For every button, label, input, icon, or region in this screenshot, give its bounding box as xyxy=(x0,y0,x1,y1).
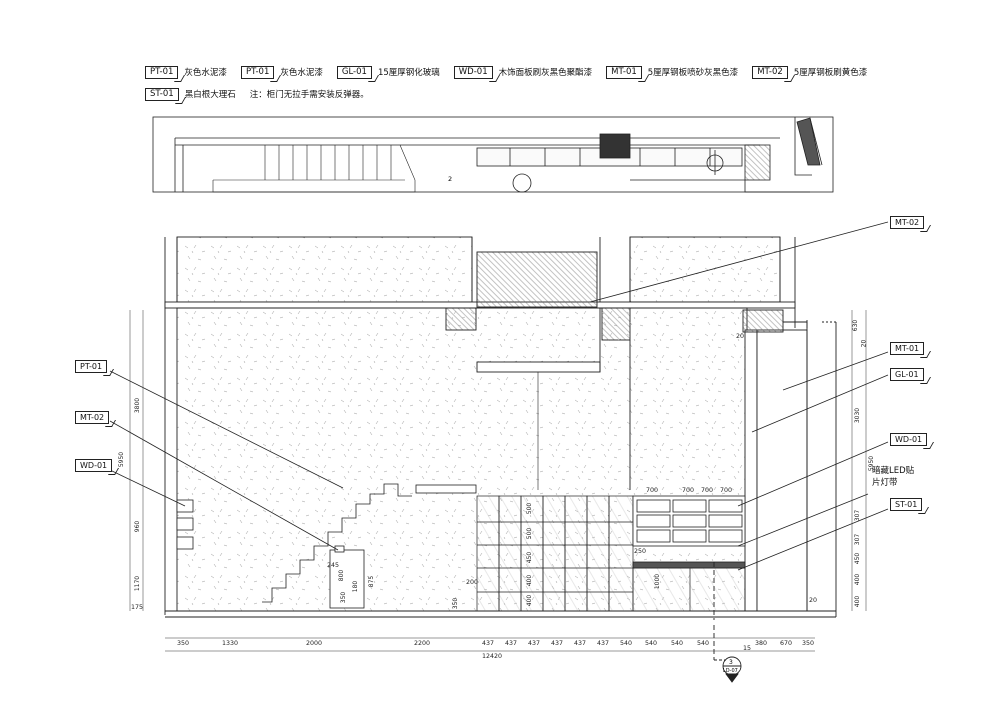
dim-text: 307 xyxy=(854,533,862,546)
dim-text: 200 xyxy=(466,579,479,586)
material-legend: PT-01 灰色水泥漆 PT-01 灰色水泥漆 GL-01 15厘厚钢化玻璃 WD-0… xyxy=(145,66,965,110)
dim-text: 400 xyxy=(854,573,862,586)
dim-text: 400 xyxy=(526,594,534,607)
dim-text: 437 xyxy=(574,640,587,647)
dim-text: 2200 xyxy=(414,640,431,647)
dim-text: 540 xyxy=(645,640,658,647)
legend-code: WD-01 xyxy=(453,66,493,79)
dim-text: 180 xyxy=(352,580,360,593)
legend-desc: 灰色水泥漆 xyxy=(280,67,323,78)
dimension-lines xyxy=(129,310,867,652)
legend-desc: 灰色水泥漆 xyxy=(184,67,227,78)
legend-code: PT-01 xyxy=(145,66,179,79)
led-strip-label: 暗藏LED贴片灯带 xyxy=(872,466,915,488)
legend-desc: 15厘厚钢化玻璃 xyxy=(377,67,440,78)
section-line xyxy=(713,562,742,683)
legend-note: 注：柜门无拉手需安装反弹器。 xyxy=(249,89,369,100)
dim-text: 670 xyxy=(780,640,793,647)
dim-text: 5950 xyxy=(118,451,126,468)
callout-wd-01-right: WD-01 xyxy=(890,433,928,446)
dim-text: 3030 xyxy=(854,407,862,424)
callout-pt-01: PT-01 xyxy=(75,360,108,373)
dim-text: 245 xyxy=(327,562,340,569)
dim-text: 700 xyxy=(646,487,659,494)
dim-text: 540 xyxy=(620,640,633,647)
callout-gl-01: GL-01 xyxy=(890,368,924,381)
leader-lines xyxy=(109,221,889,571)
dim-text: 350 xyxy=(340,591,348,604)
dim-text: 450 xyxy=(854,552,862,565)
dim-text: 437 xyxy=(551,640,564,647)
legend-row-1: PT-01 灰色水泥漆 PT-01 灰色水泥漆 GL-01 15厘厚钢化玻璃 WD-0… xyxy=(145,66,965,79)
dim-text: 960 xyxy=(134,520,142,533)
dim-text: 20 xyxy=(809,597,818,604)
dim-text: 400 xyxy=(854,595,862,608)
callout-mt-02-right: MT-02 xyxy=(890,216,925,229)
dim-text: 437 xyxy=(528,640,541,647)
dim-text: 5950 xyxy=(868,455,876,472)
legend-code: PT-01 xyxy=(240,66,275,79)
plan-view xyxy=(152,116,834,193)
legend-row-2: ST-01 黑白根大理石 注：柜门无拉手需安装反弹器。 xyxy=(145,88,965,101)
legend-code: MT-02 xyxy=(752,66,788,79)
dim-text: 15 xyxy=(743,645,752,652)
dim-text: 2000 xyxy=(306,640,323,647)
dim-text: 800 xyxy=(338,569,346,582)
dim-text: 250 xyxy=(634,548,647,555)
legend-desc: 5厘厚钢板刷黄色漆 xyxy=(793,67,868,78)
dim-text: 400 xyxy=(526,574,534,587)
dim-text: 20 xyxy=(860,339,868,348)
callout-st-01: ST-01 xyxy=(890,498,923,511)
dim-text: 630 xyxy=(852,319,860,332)
dim-text: 350 xyxy=(177,640,190,647)
dim-text: 437 xyxy=(597,640,610,647)
dim-text: 540 xyxy=(671,640,684,647)
dim-total: 12420 xyxy=(482,653,503,660)
section-ref: LD-07 xyxy=(723,668,738,674)
legend-code: MT-01 xyxy=(606,66,642,79)
plan-label: 2 xyxy=(448,175,452,183)
dim-text: 380 xyxy=(755,640,768,647)
legend-code: ST-01 xyxy=(145,88,179,101)
dim-text: 350 xyxy=(452,597,460,610)
legend-desc: 5厘厚钢板喷砂灰黑色漆 xyxy=(647,67,739,78)
elevation-walls xyxy=(164,236,837,618)
dim-text: 1170 xyxy=(134,575,142,592)
dim-text: 500 xyxy=(526,502,534,515)
callout-mt-02-left: MT-02 xyxy=(75,411,110,424)
legend-code: GL-01 xyxy=(336,66,372,79)
legend-desc: 木饰面板刷灰黑色聚酯漆 xyxy=(498,67,593,78)
dim-text: 20 xyxy=(736,333,745,340)
staircase xyxy=(262,483,477,609)
dim-text: 540 xyxy=(697,640,710,647)
dim-text: 700 xyxy=(682,487,695,494)
dim-text: 3800 xyxy=(134,397,142,414)
dim-text: 875 xyxy=(368,575,376,588)
left-shelves xyxy=(176,499,194,550)
dim-text: 450 xyxy=(526,551,534,564)
dim-text: 1000 xyxy=(654,573,662,590)
dim-text: 437 xyxy=(505,640,518,647)
dim-text: 307 xyxy=(854,509,862,522)
callout-wd-01-left: WD-01 xyxy=(75,459,113,472)
dim-text: 437 xyxy=(482,640,495,647)
display-cabinet xyxy=(632,495,746,569)
dim-text: 700 xyxy=(701,487,714,494)
dim-text: 500 xyxy=(526,527,534,540)
callout-mt-01: MT-01 xyxy=(890,342,925,355)
dim-text: 175 xyxy=(131,604,144,611)
legend-desc: 黑白根大理石 xyxy=(184,89,236,100)
dim-text: 700 xyxy=(720,487,733,494)
cabinet-wall xyxy=(476,495,746,612)
section-number: 3 xyxy=(729,659,733,666)
dim-text: 350 xyxy=(802,640,815,647)
dim-text: 1330 xyxy=(222,640,239,647)
